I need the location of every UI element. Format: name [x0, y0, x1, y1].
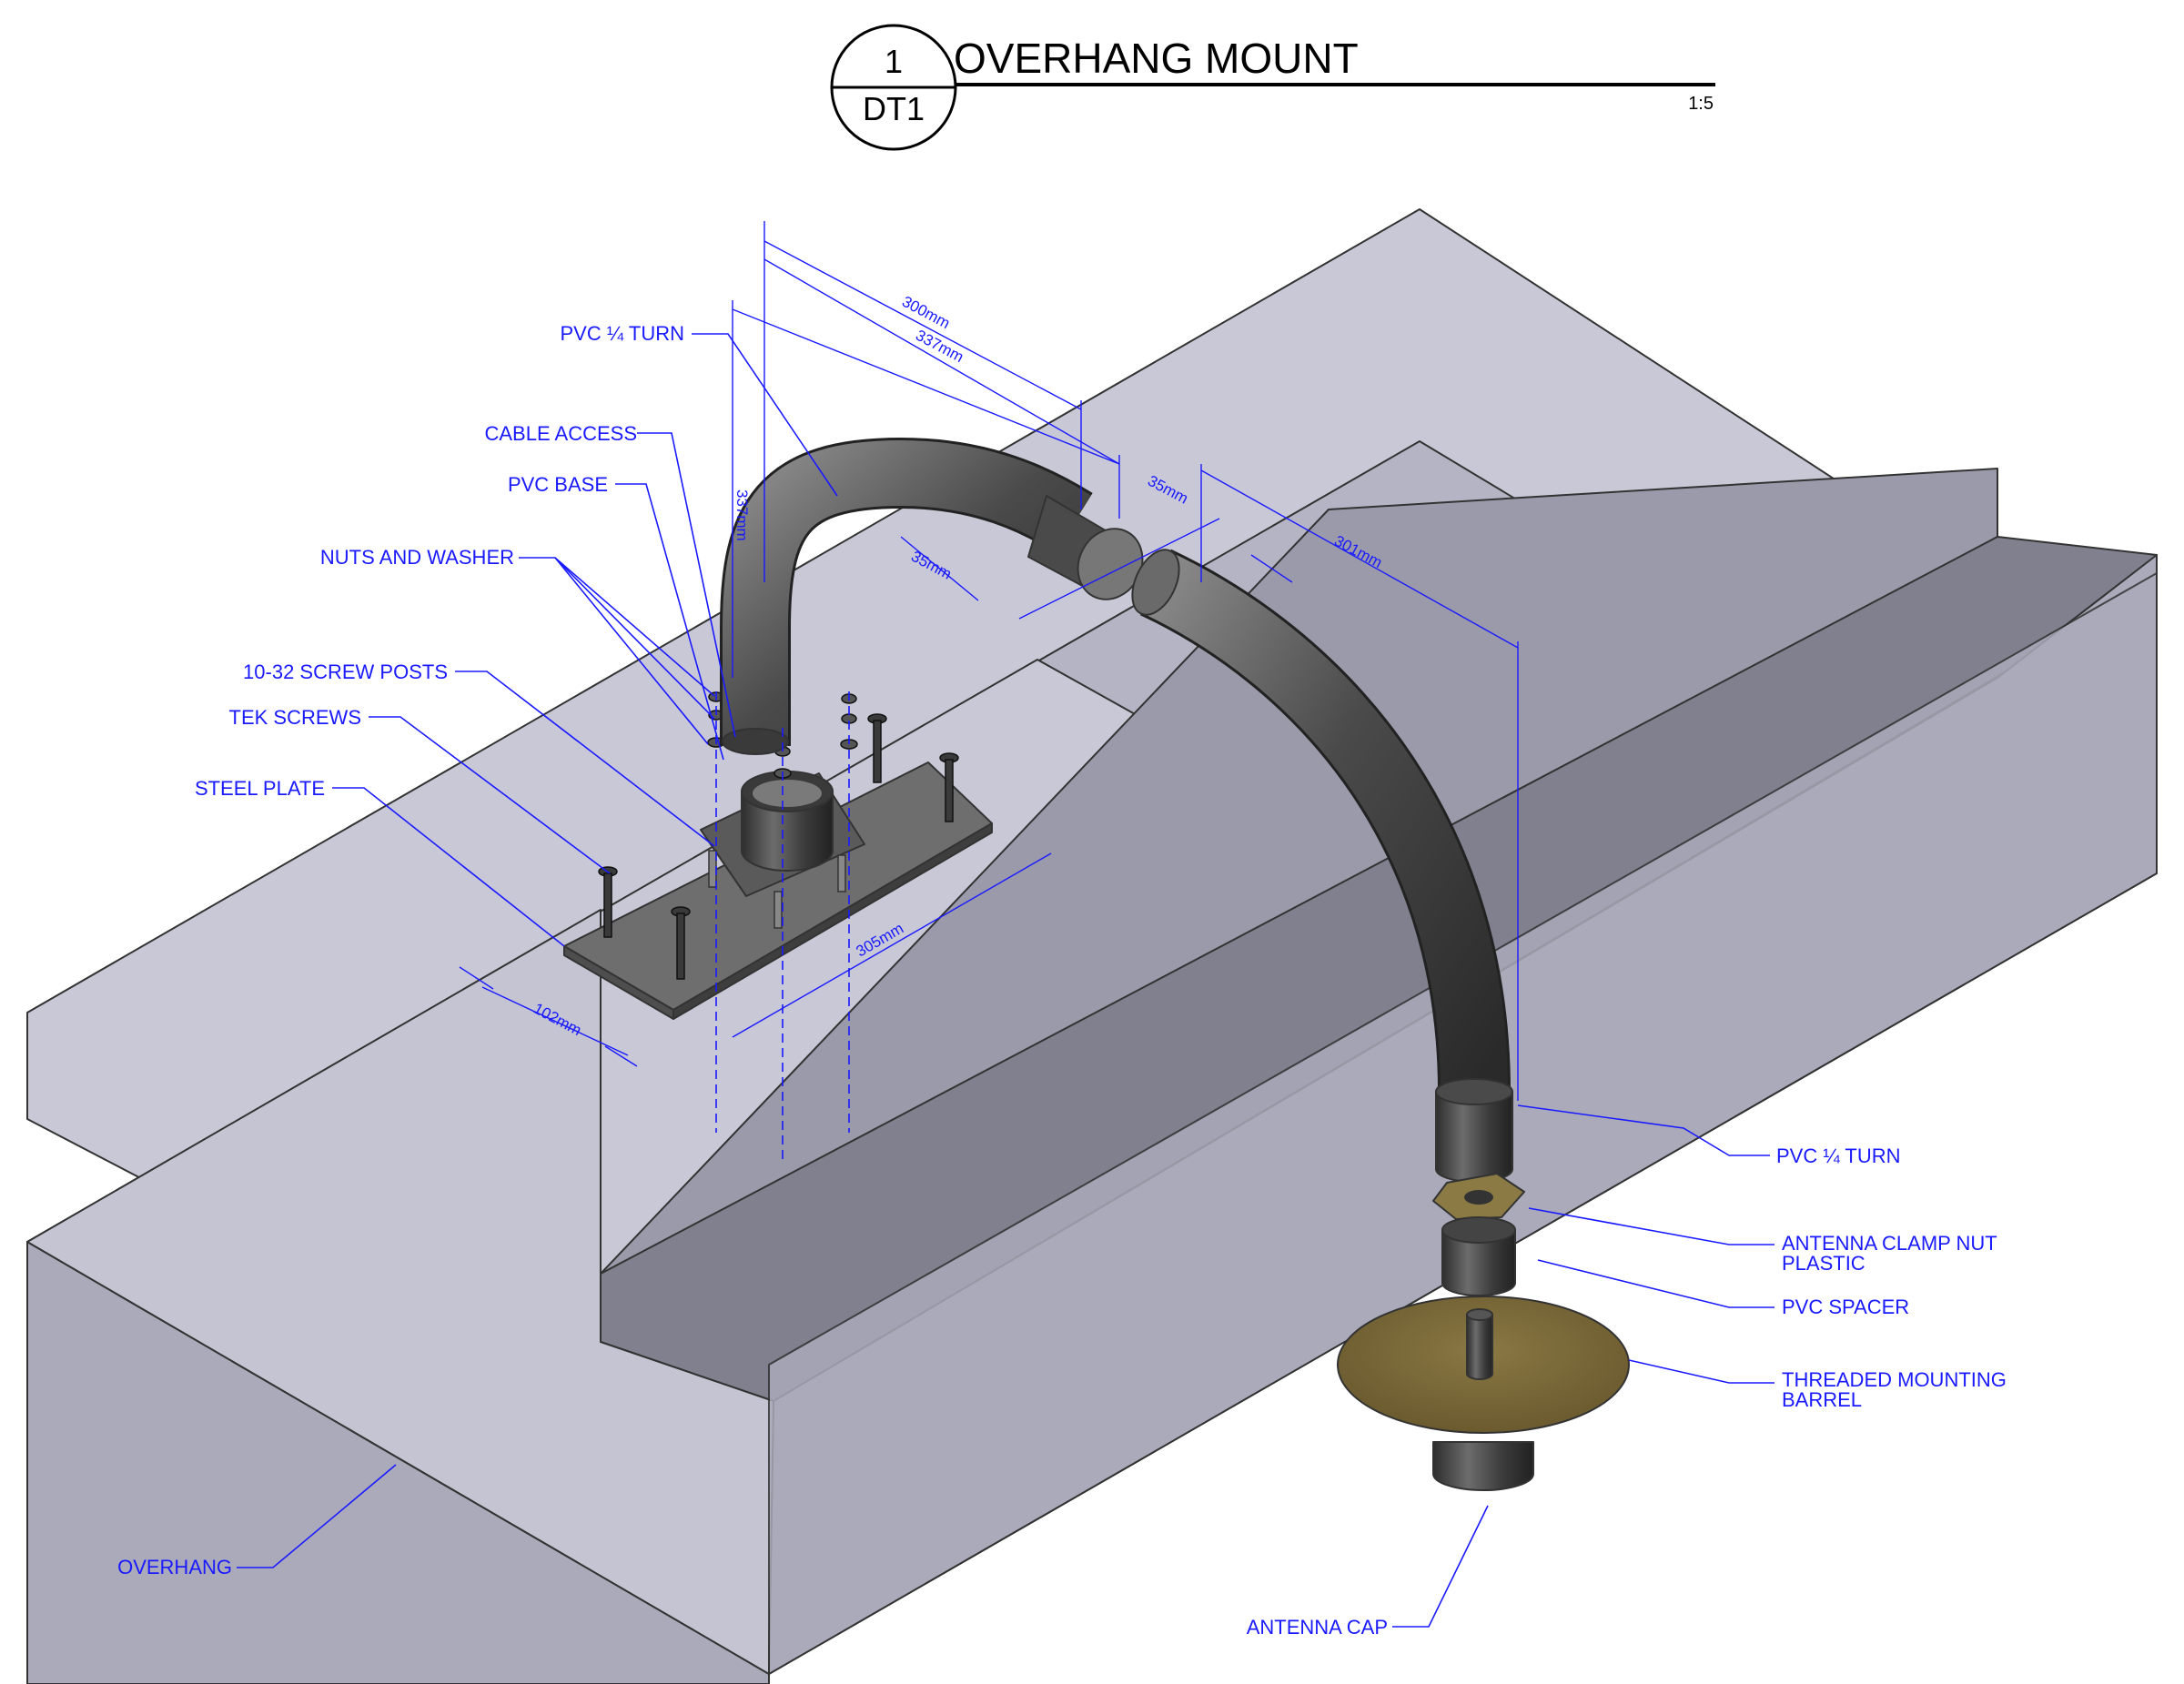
- pvc-spacer: [1441, 1229, 1516, 1296]
- callout-screw-posts: 10-32 SCREW POSTS: [243, 660, 448, 683]
- pvc-elbow-left-bottom: [722, 728, 789, 755]
- pvc-elbow-right-hub-top: [1435, 1078, 1513, 1105]
- callout-antenna-cap: ANTENNA CAP: [1247, 1616, 1388, 1639]
- overhang-structure: [26, 208, 2158, 1684]
- drawing-scale: 1:5: [1688, 94, 1714, 114]
- dimension-lines: [459, 221, 1519, 1101]
- title-block: 1 DT1 OVERHANG MOUNT 1:5: [830, 24, 1715, 151]
- callout-labels: PVC ¼ TURN CABLE ACCESS PVC BASE NUTS AN…: [117, 322, 2007, 1639]
- centerlines: [715, 691, 850, 1165]
- drawing-title: OVERHANG MOUNT: [954, 35, 1359, 82]
- detail-number: 1: [885, 43, 903, 80]
- antenna-hardware: [1337, 1173, 1630, 1491]
- callout-cable-access: CABLE ACCESS: [484, 422, 637, 445]
- callout-threaded-mounting-barrel-2: BARREL: [1782, 1388, 1862, 1411]
- callout-threaded-mounting-barrel: THREADED MOUNTING: [1782, 1368, 2007, 1391]
- callout-steel-plate: STEEL PLATE: [195, 777, 325, 800]
- callout-pvc-base: PVC BASE: [508, 473, 608, 496]
- steel-plate-edge-right: [672, 822, 993, 1020]
- sheet-number: DT1: [863, 90, 925, 127]
- pvc-quarter-turn-right: [1131, 549, 1513, 1183]
- threaded-mounting-barrel-top: [1466, 1308, 1493, 1321]
- front-block-top: [26, 909, 774, 1675]
- pvc-spacer-top: [1441, 1216, 1516, 1244]
- screw-posts: [708, 850, 846, 929]
- pvc-elbow-right-opening: [1131, 549, 1180, 616]
- callout-pvc-spacer: PVC SPACER: [1782, 1296, 1909, 1318]
- threaded-mounting-barrel: [1466, 1314, 1493, 1380]
- antenna-clamp-nut-hole: [1464, 1190, 1493, 1205]
- callout-antenna-clamp-nut-plastic: PLASTIC: [1782, 1252, 1866, 1275]
- pvc-base-inner: [753, 780, 822, 807]
- pvc-base-cylinder: [741, 791, 834, 872]
- dim-337mm-vertical: 337mm: [733, 489, 751, 541]
- pvc-quarter-turn-left: [720, 437, 1144, 755]
- callout-pvc-quarter-turn-right: PVC ¼ TURN: [1776, 1145, 1901, 1167]
- callout-nuts-and-washer: NUTS AND WASHER: [320, 546, 514, 569]
- callout-tek-screws: TEK SCREWS: [229, 706, 361, 729]
- callout-antenna-clamp-nut: ANTENNA CLAMP NUT: [1782, 1232, 1997, 1255]
- leader-lines: [237, 333, 1774, 1628]
- callout-pvc-quarter-turn-top: PVC ¼ TURN: [560, 322, 684, 345]
- antenna-cap-bottom: [1432, 1441, 1534, 1491]
- callout-overhang: OVERHANG: [117, 1556, 232, 1578]
